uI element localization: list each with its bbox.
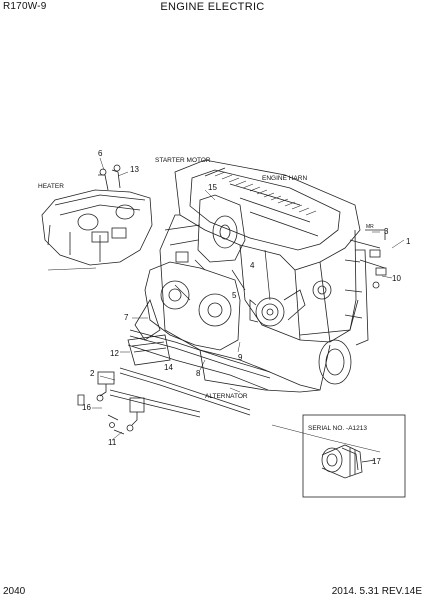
label-serial-note: SERIAL NO. -A1213 xyxy=(308,425,367,432)
callout-13: 13 xyxy=(130,165,139,174)
sensor-assembly-mid xyxy=(107,397,145,435)
callout-9: 9 xyxy=(238,353,243,362)
serial-inset xyxy=(302,414,406,498)
label-starter-motor: STARTER MOTOR xyxy=(155,157,211,164)
valve-cover-ridges xyxy=(214,171,317,216)
callout-leaders xyxy=(47,157,405,453)
callout-5: 5 xyxy=(232,291,237,300)
relay-box xyxy=(127,334,171,366)
engine-block xyxy=(159,159,369,393)
callout-3: 3 xyxy=(384,227,389,236)
label-mr: MR xyxy=(366,224,374,230)
callout-7: 7 xyxy=(124,313,129,322)
page-number: 2040 xyxy=(3,586,26,597)
sensor-assembly-left xyxy=(77,371,115,406)
model-code: R170W-9 xyxy=(3,1,47,12)
page-title: ENGINE ELECTRIC xyxy=(160,1,265,13)
label-engine-harness: ENGINE HARN xyxy=(262,175,307,182)
callout-6: 6 xyxy=(98,149,103,158)
callout-15: 15 xyxy=(208,183,217,192)
callout-11: 11 xyxy=(108,438,117,447)
alternator-inset-drawing xyxy=(321,444,376,479)
label-alternator: ALTERNATOR xyxy=(205,393,248,400)
heater-assembly xyxy=(41,164,153,266)
callout-14: 14 xyxy=(164,363,173,372)
date-revision: 2014. 5.31 REV.14E xyxy=(331,586,422,597)
callout-4: 4 xyxy=(250,261,255,270)
callout-12: 12 xyxy=(110,349,119,358)
callout-1: 1 xyxy=(406,237,411,246)
callout-16: 16 xyxy=(82,403,91,412)
callout-17-inset: 17 xyxy=(372,457,381,466)
callout-8: 8 xyxy=(196,369,201,378)
callout-10: 10 xyxy=(392,274,401,283)
callout-2: 2 xyxy=(90,369,95,378)
wiring-harness xyxy=(109,239,386,418)
label-heater: HEATER xyxy=(38,183,64,190)
alternator-on-engine xyxy=(249,280,332,327)
right-connectors xyxy=(365,229,387,289)
starter-motor xyxy=(164,194,246,263)
